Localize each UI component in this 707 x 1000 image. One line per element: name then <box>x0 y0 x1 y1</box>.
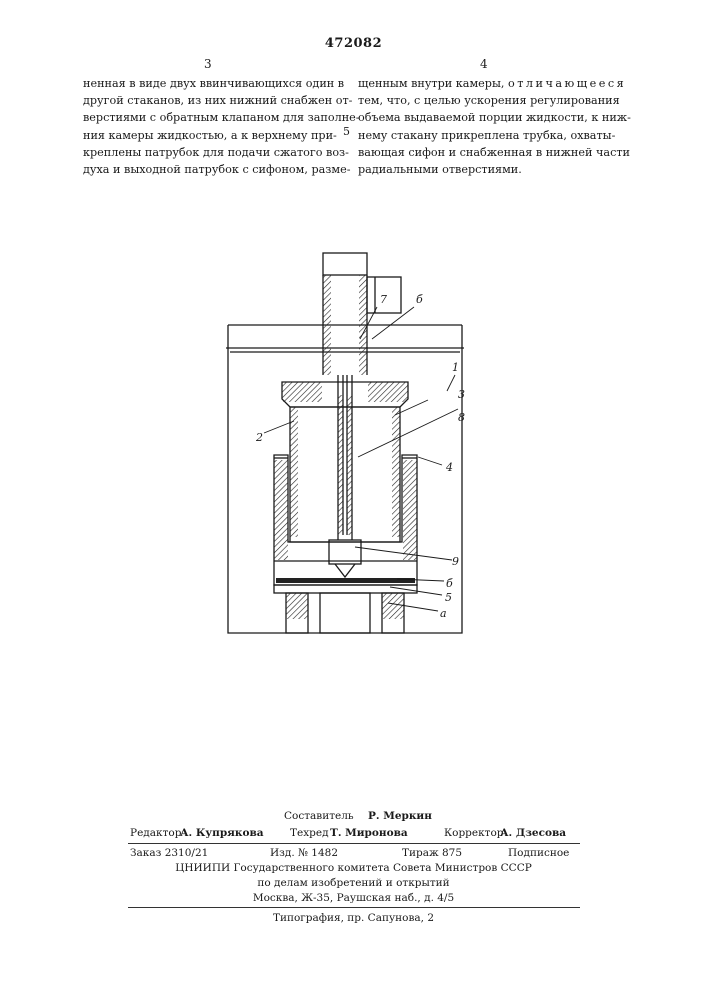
device-drawing: 7 б 1 3 2 8 4 9 б 5 а <box>190 235 510 655</box>
techred-label: Техред <box>290 826 329 841</box>
left-text-column: ненная в виде двух ввинчивающихся один в… <box>83 75 338 178</box>
figure-label-1: 1 <box>452 361 459 374</box>
text-line: ненная в виде двух ввинчивающихся один в <box>83 75 338 92</box>
corrector-name: А. Дзесова <box>500 826 566 841</box>
figure-label-9: 9 <box>452 555 459 568</box>
subscription: Подписное <box>508 846 569 861</box>
techred-name: Т. Миронова <box>330 826 408 841</box>
text-line: ния камеры жидкостью, а к верхнему при- <box>83 127 338 144</box>
text-line: щенным внутри камеры, отличающееся <box>358 75 613 92</box>
editor-name: А. Купрякова <box>180 826 264 841</box>
chamber-wall <box>228 325 462 633</box>
figure-label-3: 3 <box>458 388 465 401</box>
text-line: креплены патрубок для подачи сжатого воз… <box>83 144 338 161</box>
upper-cup <box>290 407 400 542</box>
footer-divider-bottom <box>128 907 580 908</box>
claim-spaced-term: отличающееся <box>508 77 626 90</box>
figure-label-b: б <box>446 577 453 590</box>
circulation: Тираж 875 <box>402 846 462 861</box>
figure-label-a: а <box>440 607 447 620</box>
printer: Типография, пр. Сапунова, 2 <box>0 911 707 926</box>
right-column-number: 4 <box>480 57 488 71</box>
editor-label: Редактор <box>130 826 181 841</box>
figure-label-6: б <box>416 293 423 306</box>
figure-label-7: 7 <box>380 293 387 306</box>
text-line: другой стаканов, из них нижний снабжен о… <box>83 92 338 109</box>
text-line: верстиями с обратным клапаном для заполн… <box>83 109 338 126</box>
left-column-number: 3 <box>204 57 212 71</box>
patent-number: 472082 <box>0 36 707 51</box>
figure-label-2: 2 <box>255 431 263 444</box>
text-line: радиальными отверстиями. <box>358 161 613 178</box>
right-text-column: щенным внутри камеры, отличающееся тем, … <box>358 75 613 178</box>
corrector-label: Корректор <box>444 826 504 841</box>
compiler-label: Составитель <box>284 809 354 824</box>
claim-intro: щенным внутри камеры, <box>358 77 504 90</box>
org-line-1: ЦНИИПИ Государственного комитета Совета … <box>0 861 707 876</box>
compiler-name: Р. Меркин <box>368 809 432 824</box>
org-line-2: по делам изобретений и открытий <box>0 876 707 891</box>
footer-divider <box>128 843 580 844</box>
text-line: нему стакану прикреплена трубка, охваты- <box>358 127 613 144</box>
org-line-3: Москва, Ж-35, Раушская наб., д. 4/5 <box>0 891 707 906</box>
top-nut <box>323 253 367 275</box>
figure-label-4: 4 <box>445 461 453 474</box>
figure-label-8: 8 <box>458 411 465 424</box>
figure-label-5: 5 <box>445 591 452 604</box>
line-number-marker: 5 <box>343 125 350 138</box>
order-number: Заказ 2310/21 <box>130 846 208 861</box>
text-line: духа и выходной патрубок с сифоном, разм… <box>83 161 338 178</box>
text-line: тем, что, с целью ускорения регулировани… <box>358 92 613 109</box>
text-line: вающая сифон и снабженная в нижней части <box>358 144 613 161</box>
text-line: объема выдаваемой порции жидкости, к ниж… <box>358 109 613 126</box>
edition-number: Изд. № 1482 <box>270 846 338 861</box>
